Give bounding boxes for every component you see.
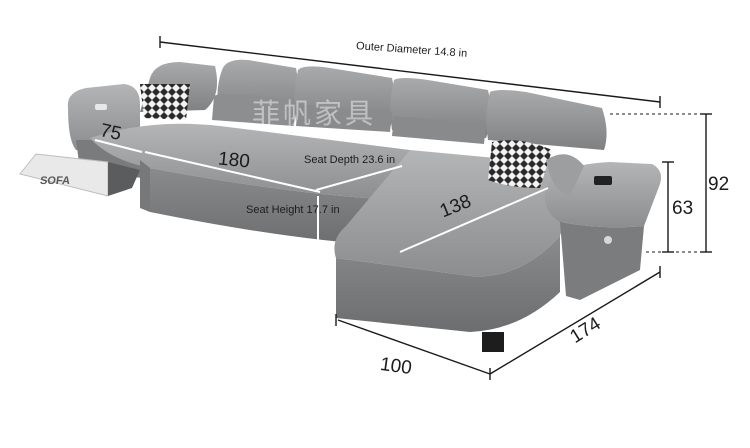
dim-100-label: 100 [378,353,414,380]
recliner-footrest [19,153,140,197]
right-pillow [488,140,552,188]
left-pillow [140,84,190,120]
dim-75-label: 75 [98,120,124,145]
usb-port-icon [95,104,107,110]
footrest-mark: SOFA [39,175,71,187]
right-side-pillow [546,154,584,196]
seat-depth-label: Seat Depth 23.6 in [304,154,396,166]
dim-180-label: 180 [217,148,251,173]
main-seat [90,123,410,246]
back-cushions [140,59,607,150]
dimension-lines [94,36,712,380]
control-button-icon [604,236,612,244]
dim-92-label: 92 [708,174,730,195]
seat-height-label: Seat Height 17.7 in [246,204,340,216]
wireless-charger-icon [594,176,612,185]
chaise-leg [482,332,504,352]
outer-diameter-line [159,41,661,103]
brand-watermark: 菲帆家具 [252,97,377,130]
dim-63-label: 63 [672,198,694,219]
